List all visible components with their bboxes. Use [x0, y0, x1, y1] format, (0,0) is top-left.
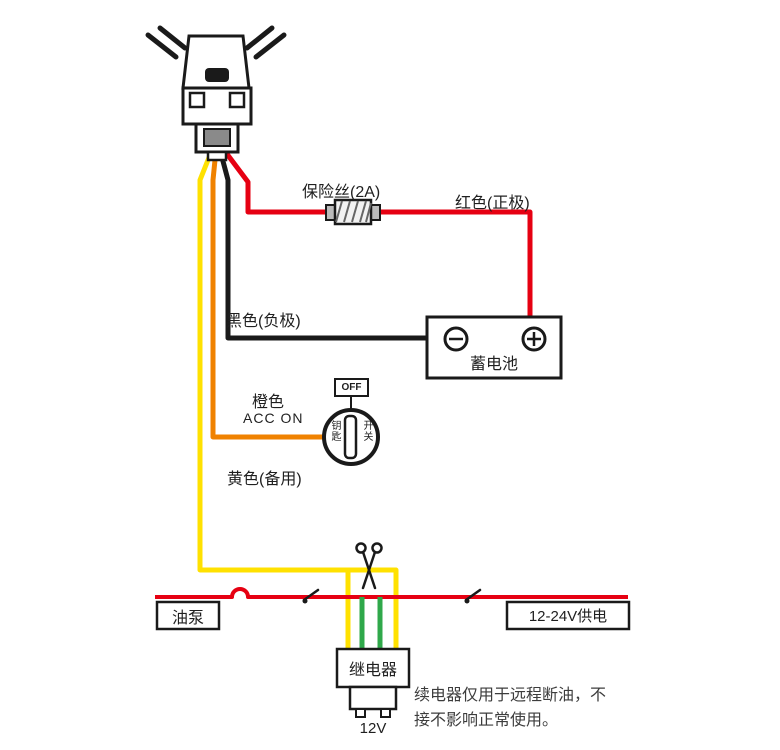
wires [155, 148, 628, 650]
device-connector [145, 25, 287, 162]
relay-label: 继电器 [348, 662, 397, 679]
scissors-icon [355, 542, 383, 590]
relay-base [348, 685, 398, 711]
fuse [325, 198, 381, 226]
key-slot [343, 414, 358, 460]
red-wire-label: 红色(正极) [455, 195, 530, 212]
note-line-1: 续电器仅用于远程断油，不 [414, 687, 607, 704]
orange-wire [210, 149, 324, 440]
switch-label: 开关 [361, 420, 372, 442]
minus-icon [443, 326, 469, 352]
acc-on-label: ACC ON [243, 410, 304, 426]
relay-box [335, 647, 411, 689]
connector-latch [205, 68, 229, 82]
oil-pump-label: 油泵 [171, 609, 204, 627]
power-line [155, 587, 628, 599]
battery-label: 蓄电池 [469, 356, 518, 373]
battery [425, 315, 563, 380]
plus-icon [521, 326, 547, 352]
connector-wing-left [145, 25, 188, 60]
green-wires [359, 597, 383, 650]
oil-pump-box [155, 600, 221, 631]
relay-voltage-label: 12V [359, 719, 387, 737]
note-line-2: 接不影响正常使用。 [414, 712, 559, 729]
red-wire [222, 148, 533, 318]
power-supply-box [505, 600, 631, 631]
yellow-wire-label: 黄色(备用) [227, 471, 302, 488]
connector-neck [206, 150, 228, 162]
relay-pin [355, 708, 366, 718]
cut-mark-icon [302, 588, 320, 604]
connector-wing-right [244, 25, 287, 60]
cut-mark-icon [464, 588, 482, 604]
relay [335, 647, 411, 718]
relay-pin [380, 708, 391, 718]
key-switch [322, 378, 380, 466]
black-wire-label: 黑色(负极) [226, 313, 301, 330]
power-supply-label: 12-24V供电 [528, 608, 608, 625]
off-label: OFF [341, 382, 362, 393]
fuse-label: 保险丝(2A) [302, 184, 381, 201]
black-wire [217, 149, 427, 341]
orange-wire-label: 橙色 [252, 394, 285, 411]
key-label: 钥匙 [329, 420, 340, 442]
